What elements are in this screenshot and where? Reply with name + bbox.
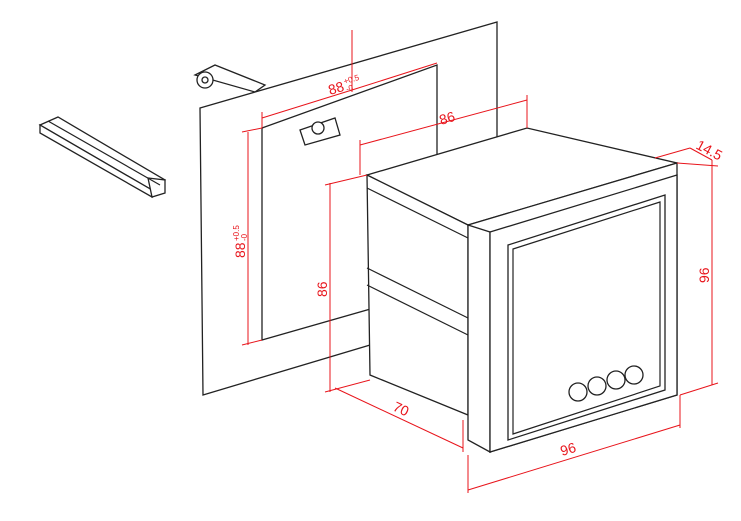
button-3 <box>606 370 626 390</box>
cutout-height-tol-upper: +0.5 <box>232 225 241 241</box>
panel-clip <box>193 64 267 93</box>
cutout-width-tol-lower: -0 <box>345 83 355 94</box>
depth-label: 70 <box>391 398 412 419</box>
body-height-label: 86 <box>314 281 330 297</box>
cutout-height-value: 88 <box>232 242 248 258</box>
button-1 <box>568 382 588 402</box>
front-buttons <box>568 365 644 402</box>
cutout-height-label: 88 +0.5 -0 <box>232 225 249 258</box>
front-width-label: 96 <box>558 439 578 459</box>
front-height-label: 96 <box>696 267 712 283</box>
body-width-label: 86 <box>437 108 457 128</box>
dimension-lines <box>241 30 719 493</box>
meter-body <box>365 127 680 416</box>
mounting-clip <box>38 116 167 199</box>
cutout-height-tol-lower: -0 <box>240 233 249 241</box>
cutout-width-value: 88 <box>326 78 346 98</box>
button-4 <box>624 365 644 385</box>
button-2 <box>587 376 607 396</box>
bezel-depth-label: 14.5 <box>694 137 726 164</box>
